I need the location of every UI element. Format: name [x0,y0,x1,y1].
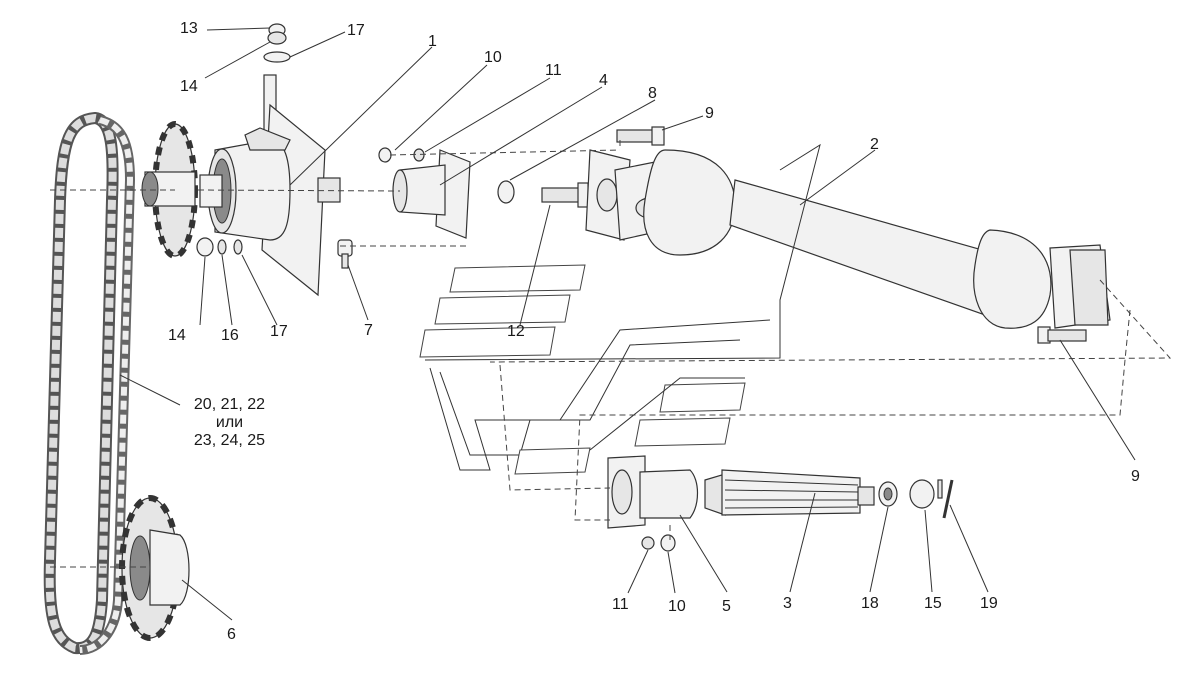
upper-sprocket [141,121,198,259]
bolt-9-bottom [1037,326,1087,344]
callout-10-top: 10 [484,49,502,66]
callout-2: 2 [870,136,879,153]
leader-lines [119,27,1136,621]
shaft-guard [419,143,821,475]
nut-and-washers [196,237,243,257]
bolt-7 [337,239,353,269]
bolt-12 [541,182,589,208]
callout-8: 8 [648,85,657,102]
callout-18: 18 [861,595,879,612]
callout-12: 12 [507,323,525,340]
chain-label-line3: 23, 24, 25 [193,432,266,449]
cardan-shaft [585,149,1111,329]
roller-chain [43,111,136,655]
washer-8 [497,180,515,204]
callout-11-bottom: 11 [612,596,629,613]
chain-label: 20, 21, 22 или 23, 24, 25 [182,396,277,450]
chain-label-line1: 20, 21, 22 [193,396,266,413]
washer-nut-pin [878,479,954,519]
callout-7: 7 [364,322,373,339]
callout-16: 16 [221,327,239,344]
chain-label-line2: или [215,414,244,431]
callout-19: 19 [980,595,998,612]
callout-1: 1 [428,33,437,50]
bearing-housing [199,23,341,297]
callout-10-bottom: 10 [668,598,686,615]
lower-sprocket [119,495,190,641]
hub-5 [607,455,699,552]
callout-11-top: 11 [545,62,562,79]
callout-14-bottom: 14 [168,327,186,344]
callout-17-top: 17 [347,22,365,39]
callout-15: 15 [924,595,942,612]
callout-4: 4 [599,72,608,89]
assembly-lines [50,140,1172,568]
flange-adapter [378,147,471,239]
callout-5: 5 [722,598,731,615]
callout-6: 6 [227,626,236,643]
callout-3: 3 [783,595,792,612]
bolt-9-top [616,126,665,146]
callout-17-bottom: 17 [270,323,288,340]
callout-13: 13 [180,20,198,37]
callout-14-top: 14 [180,78,198,95]
callout-9-bottom: 9 [1131,468,1140,485]
callout-9-top: 9 [705,105,714,122]
splined-shaft [704,469,875,516]
